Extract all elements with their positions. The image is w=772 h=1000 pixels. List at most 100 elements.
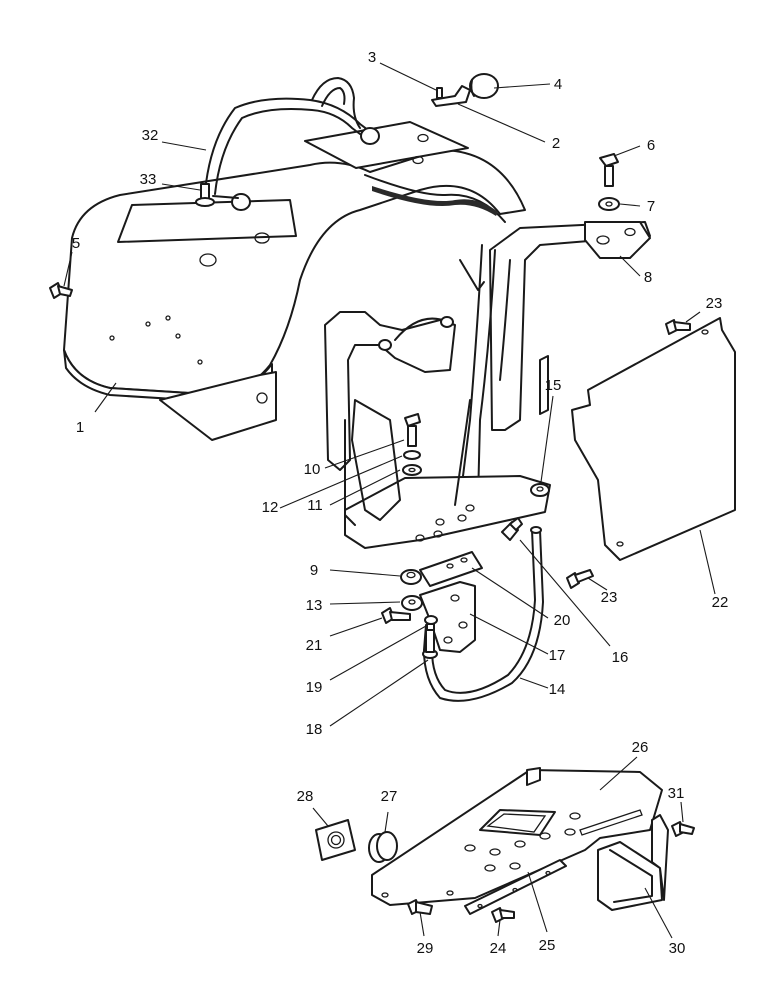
- callout-21: 21: [306, 637, 323, 654]
- callout-7: 7: [647, 198, 655, 215]
- bolt-23b-part: [566, 569, 594, 589]
- rops-frame-part: [324, 221, 651, 549]
- bolt-23a-part: [665, 319, 691, 335]
- bolt-5-part: [49, 282, 73, 299]
- washer-7-part: [598, 197, 620, 211]
- leader-11: [329, 469, 401, 506]
- leader-31: [680, 801, 684, 823]
- leader-25: [527, 871, 548, 933]
- leader-2: [457, 103, 546, 143]
- leader-8: [619, 255, 641, 277]
- callout-24: 24: [490, 940, 507, 957]
- leader-10: [324, 439, 405, 469]
- leader-lines: [63, 62, 716, 939]
- bolt-21-part: [381, 607, 411, 624]
- callout-3: 3: [368, 49, 376, 66]
- callout-4: 4: [554, 76, 562, 93]
- leader-26: [599, 756, 638, 791]
- bracket-30-part: [597, 814, 669, 911]
- leader-7: [619, 203, 641, 207]
- callout-16: 16: [612, 649, 629, 666]
- leader-23b: [587, 577, 608, 591]
- leader-6: [613, 145, 641, 157]
- leader-30: [644, 887, 673, 939]
- callout-23a: 23: [706, 295, 723, 312]
- leader-1: [94, 382, 117, 413]
- callout-labels: 1 2 3 4 5 6 7 8 9 10 11 12 13 14 15 16 1…: [72, 49, 729, 957]
- leader-18: [329, 659, 429, 727]
- leader-24: [497, 919, 501, 937]
- bolt-18-part: [422, 629, 438, 659]
- leader-21: [329, 617, 383, 637]
- callout-25: 25: [539, 937, 556, 954]
- callout-12: 12: [262, 499, 279, 516]
- pin-3-part: [436, 87, 443, 99]
- callout-32: 32: [142, 127, 159, 144]
- leader-27: [384, 811, 389, 833]
- callout-13: 13: [306, 597, 323, 614]
- cap-4-part: [469, 73, 499, 99]
- callout-30: 30: [669, 940, 686, 957]
- nut-13-part: [401, 595, 423, 611]
- leader-22: [699, 529, 716, 595]
- leader-23a: [685, 311, 701, 323]
- leader-17: [469, 613, 549, 655]
- leader-16: [519, 539, 611, 647]
- callout-15: 15: [545, 377, 562, 394]
- callout-26: 26: [632, 739, 649, 756]
- callout-19: 19: [306, 679, 323, 696]
- fitting-16-part: [501, 517, 523, 541]
- bolt-24-part: [491, 907, 515, 923]
- leader-20: [471, 567, 549, 619]
- plate-28-part: [315, 819, 356, 861]
- callout-17: 17: [549, 647, 566, 664]
- callout-11: 11: [307, 497, 323, 514]
- bolt-31-part: [671, 821, 695, 837]
- bolt-29-part: [407, 899, 433, 915]
- callout-6: 6: [647, 137, 655, 154]
- panel-22-part: [571, 317, 736, 561]
- callout-2: 2: [552, 135, 560, 152]
- nut-15-part: [530, 483, 550, 497]
- callout-1: 1: [76, 419, 84, 436]
- leader-5: [63, 251, 73, 287]
- hose-14-part: [423, 526, 544, 702]
- bolt-6-part: [599, 153, 619, 187]
- callout-31: 31: [668, 785, 685, 802]
- grommet-27-part: [368, 831, 398, 863]
- leader-32: [161, 141, 207, 151]
- leader-29: [419, 911, 425, 937]
- leader-15: [540, 395, 554, 483]
- fender-part: [63, 121, 526, 441]
- plate-20-part: [419, 551, 483, 587]
- callout-9: 9: [310, 562, 318, 579]
- callout-18: 18: [306, 721, 323, 738]
- leader-19: [329, 625, 427, 681]
- callout-10: 10: [304, 461, 321, 478]
- nut-9-part: [400, 569, 422, 585]
- callout-22: 22: [712, 594, 729, 611]
- callout-29: 29: [417, 940, 434, 957]
- washer-11-part: [402, 464, 422, 476]
- callout-5: 5: [72, 235, 80, 252]
- leader-9: [329, 569, 401, 577]
- strip-25-part: [464, 859, 567, 915]
- callout-27: 27: [381, 788, 398, 805]
- callout-14: 14: [549, 681, 566, 698]
- bolt-33-part: [195, 183, 215, 207]
- callout-23b: 23: [601, 589, 618, 606]
- washer-12-part: [403, 450, 421, 460]
- leader-14: [519, 677, 549, 689]
- leader-4: [493, 83, 551, 89]
- leader-33: [161, 183, 201, 191]
- callout-33: 33: [140, 171, 157, 188]
- plate-26-part: [371, 767, 663, 906]
- leader-3: [379, 62, 437, 91]
- callout-20: 20: [554, 612, 571, 629]
- leader-13: [329, 601, 401, 605]
- callout-28: 28: [297, 788, 314, 805]
- callout-8: 8: [644, 269, 652, 286]
- handrail-tube-part: [204, 77, 380, 211]
